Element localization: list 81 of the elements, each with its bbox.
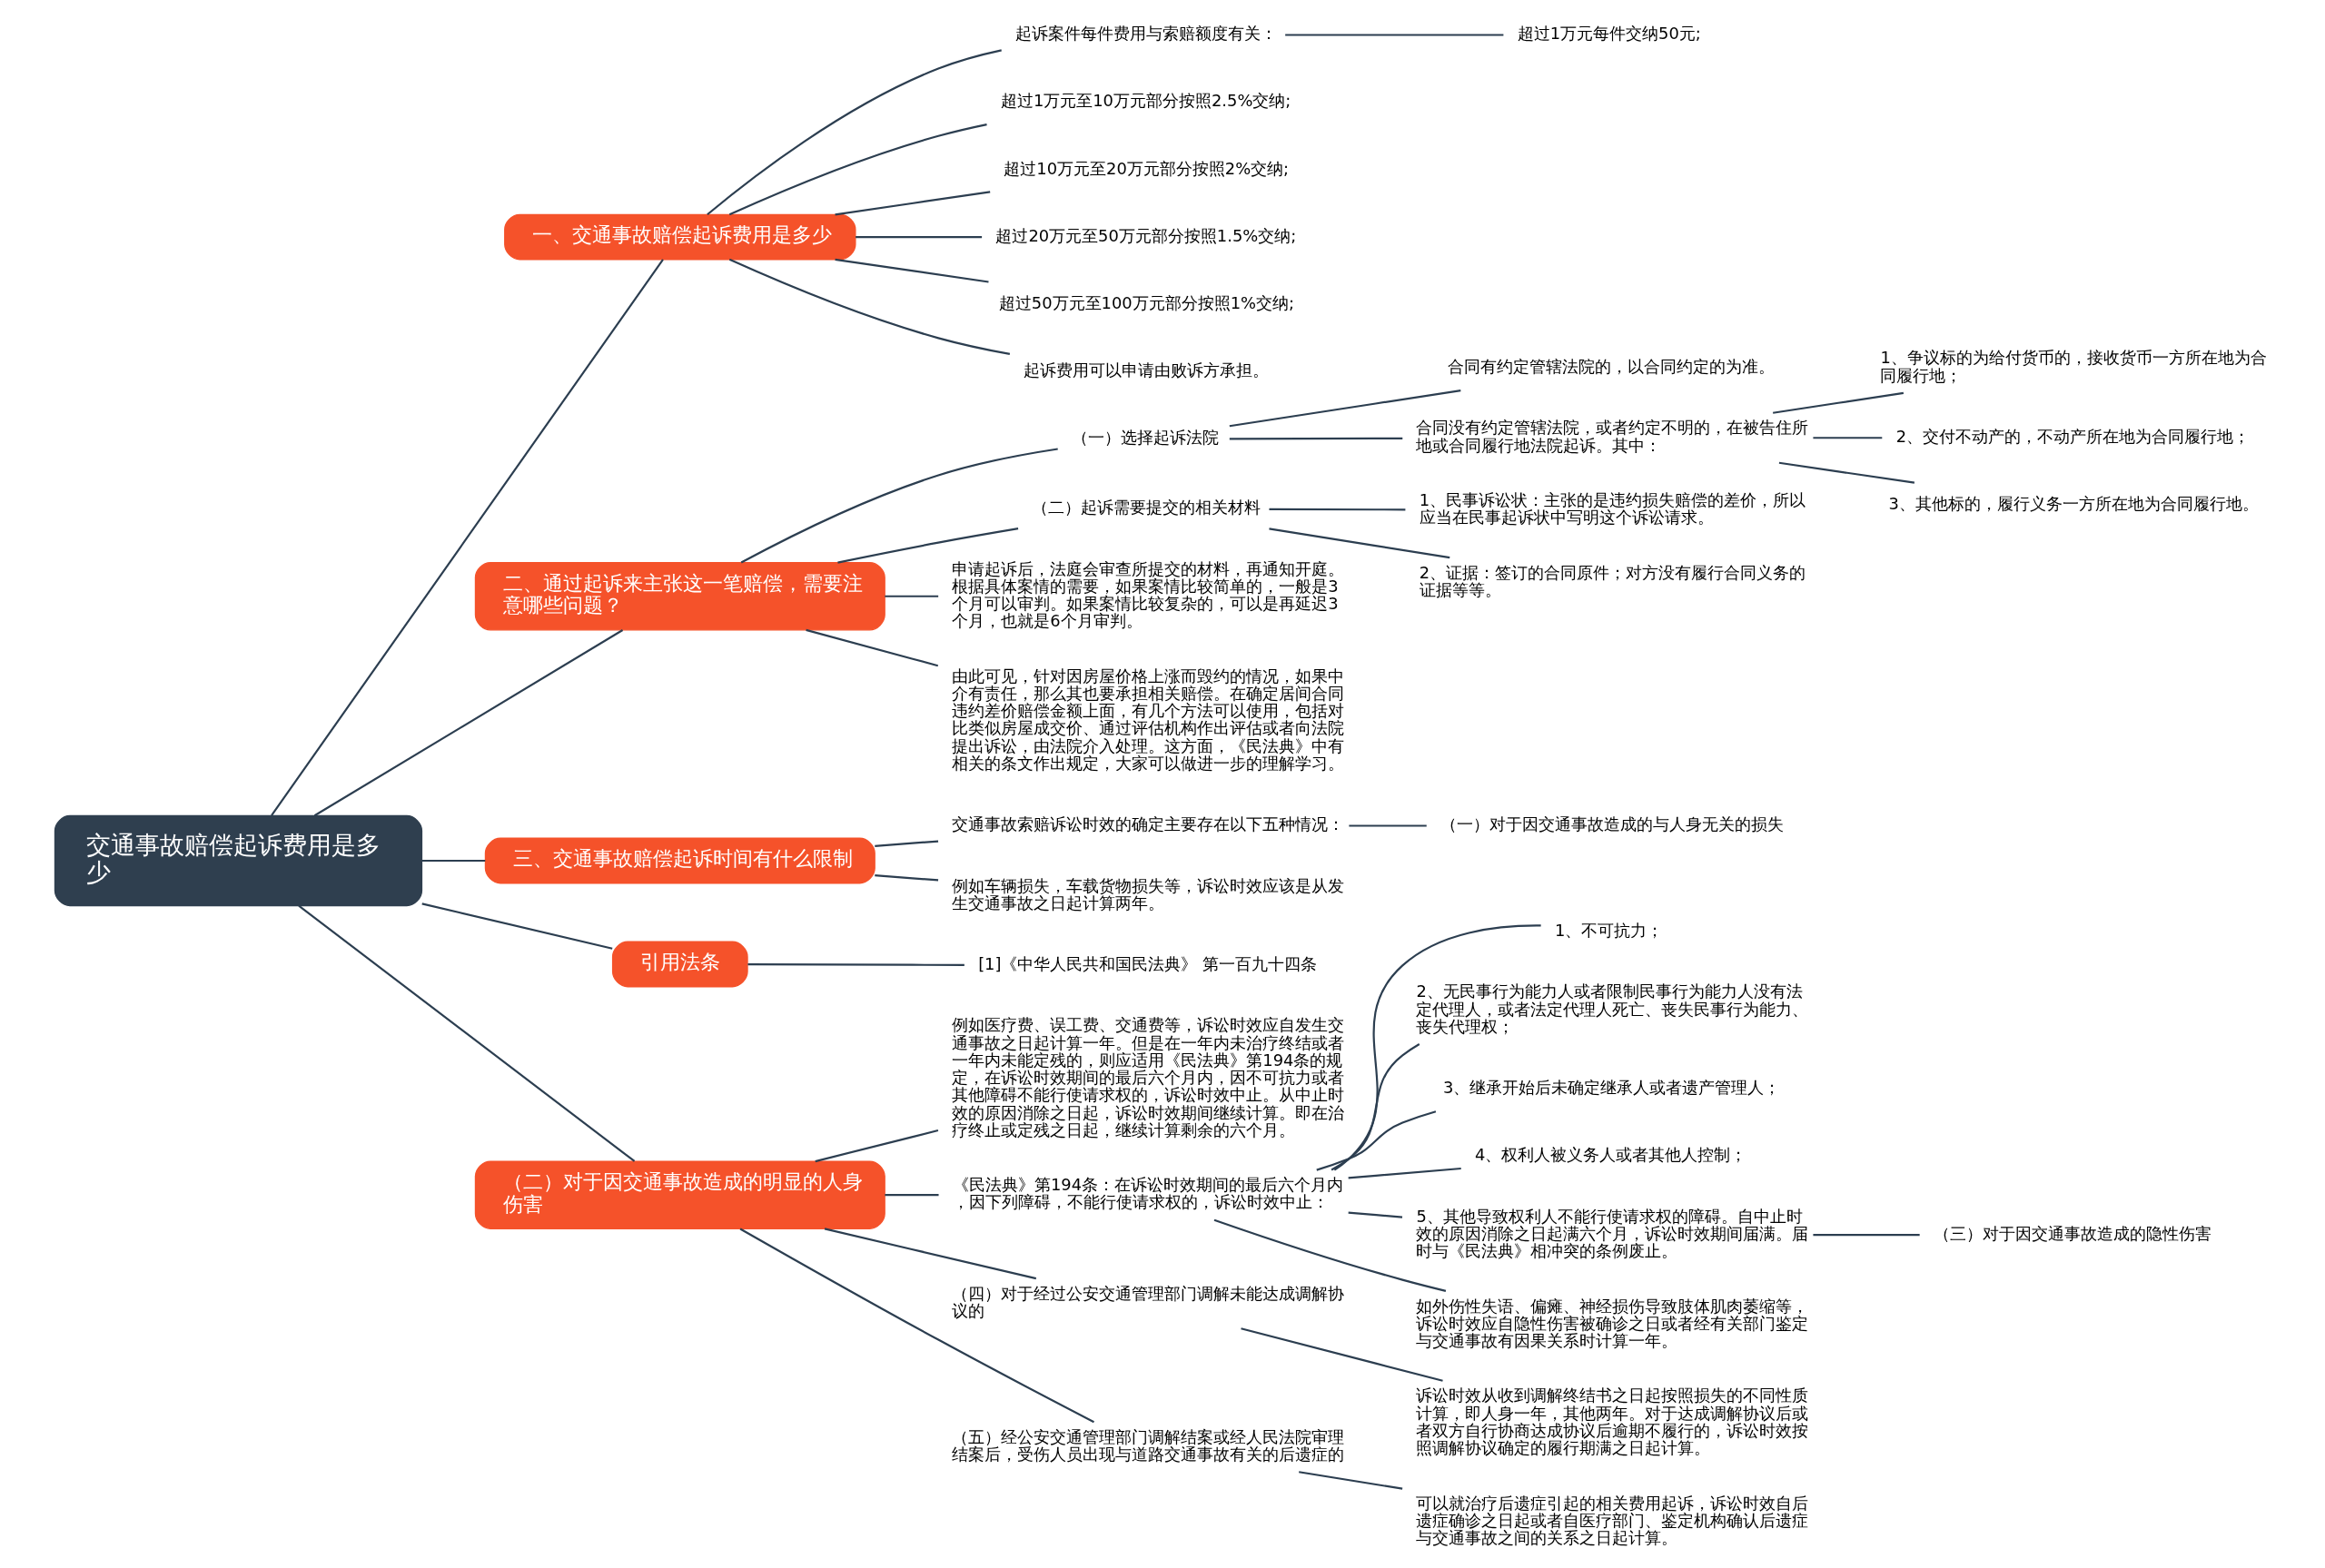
- node-text: 例如车辆损失，车载货物损失等，诉讼时效应该是从发生交通事故之日起计算两年。: [951, 875, 1344, 912]
- connector: [1315, 1110, 1436, 1171]
- connector: [728, 258, 1010, 355]
- node-text: 如外伤性失语、偏瘫、神经损伤导致肢体肌肉萎缩等，诉讼时效应自隐性伤害被确诊之日或者经有关部门鉴定与交通事故有因果关系时计算一年。: [1415, 1296, 1808, 1350]
- node-text: 4、权利人被义务人或者其他人控制；: [1474, 1145, 1746, 1165]
- connector: [297, 904, 635, 1162]
- connector: [1772, 391, 1904, 414]
- connector: [1348, 824, 1427, 827]
- connector: [1778, 461, 1914, 484]
- connector: [1213, 1218, 1446, 1292]
- connector: [1268, 508, 1405, 511]
- node-text: 《民法典》第194条：在诉讼时效期间的最后六个月内，因下列障碍，不能行使请求权的，诉讼时效中止：: [952, 1175, 1343, 1212]
- node-text: （四）对于经过公安交通管理部门调解未能达成调解协议的: [951, 1283, 1344, 1321]
- connector: [1812, 437, 1882, 439]
- connector: [1240, 1327, 1443, 1382]
- connector: [1229, 437, 1402, 440]
- node-text: 1、不可抗力；: [1554, 920, 1663, 940]
- node-text: 3、其他标的，履行义务一方所在地为合同履行地。: [1887, 494, 2259, 514]
- node-text: 超过20万元至50万元部分按照1.5%交纳;: [994, 225, 1296, 245]
- connector: [1348, 1211, 1402, 1218]
- connector: [874, 874, 938, 882]
- node-box: 交通事故赔偿起诉费用是多少: [54, 814, 422, 907]
- node-text: （一）选择起诉法院: [1071, 428, 1219, 448]
- node-text: 超过50万元至100万元部分按照1%交纳;: [998, 292, 1294, 312]
- connector: [805, 628, 938, 667]
- node-text: [1]《中华人民共和国民法典》 第一百九十四条: [977, 954, 1317, 974]
- node-box: 一、交通事故赔偿起诉费用是多少: [503, 213, 856, 261]
- connector: [1348, 1167, 1461, 1179]
- connector: [740, 448, 1058, 564]
- node-text: 超过1万元每件交纳50元;: [1517, 24, 1701, 44]
- node-text: 合同有约定管辖法院的，以合同约定的为准。: [1447, 356, 1775, 376]
- connector: [834, 258, 989, 283]
- node-box: （二）对于因交通事故造成的明显的人身伤害: [474, 1160, 885, 1229]
- node-text: 例如医疗费、误工费、交通费等，诉讼时效应自发生交通事故之日起计算一年。但是在一年内未治疗终结或者一年内未能定残的，则应适用《民法典》第194条的规定，在诉讼时效期间的最后六个月内，因不可抗力或者其他障碍不能行使请求权的，诉讼时效中止。从中止时效的原因消除之日起，诉讼时效期间继续计算。即在治疗终止或定残之日起，继续计算剩余的六个月。: [951, 1015, 1344, 1139]
- connector: [706, 49, 1002, 216]
- node-text: 起诉案件每件费用与索赔额度有关：: [1014, 24, 1277, 44]
- connector: [728, 123, 987, 216]
- node-text: 超过1万元至10万元部分按照2.5%交纳;: [1000, 91, 1291, 111]
- connector: [270, 259, 664, 816]
- connector: [1331, 1043, 1420, 1171]
- node-text: 1、民事诉讼状：主张的是违约损失赔偿的差价，所以应当在民事起诉状中写明这个诉讼请求。: [1419, 489, 1806, 528]
- connector: [421, 859, 485, 863]
- node-text: 1、争议标的为给付货币的，接收货币一方所在地为合同履行地；: [1879, 348, 2267, 385]
- node-text: （二）起诉需要提交的相关材料: [1031, 498, 1261, 518]
- connector: [814, 1129, 938, 1163]
- connector: [834, 191, 990, 216]
- node-text: 起诉费用可以申请由败诉方承担。: [1023, 360, 1269, 380]
- node-box: 三、交通事故赔偿起诉时间有什么限制: [484, 837, 876, 884]
- node-text: 申请起诉后，法庭会审查所提交的材料，再通知开庭。根据具体案情的需要，如果案情比较简单的，一般是3个月可以审判。如果案情比较复杂的，可以是再延迟3个月，也就是6个月审判。: [951, 558, 1344, 631]
- connector: [884, 1194, 939, 1197]
- node-text: （三）对于因交通事故造成的隐性伤害: [1933, 1223, 2211, 1243]
- connector: [1298, 1471, 1402, 1490]
- node-text: 可以就治疗后遗症引起的相关费用起诉，诉讼时效自后遗症确诊之日起或者自医疗部门、鉴定机构确认后遗症与交通事故之间的关系之日起计算。: [1415, 1493, 1808, 1548]
- node-text: 由此可见，针对因房屋价格上涨而毁约的情况，如果中介有责任，那么其也要承担相关赔偿。在确定居间合同违约差价赔偿金额上面，有几个方法可以使用，包括对比类似房屋成交价、通过评估机构作出评估或者向法院提出诉讼，由法院介入处理。这方面，《民法典》中有相关的条文作出规定，大家可以做进一步的理解学习。: [951, 666, 1344, 773]
- node-text: （五）经公安交通管理部门调解结案或经人民法院审理结案后，受伤人员出现与道路交通事故有关的后遗症的: [951, 1426, 1344, 1464]
- connector: [1229, 389, 1460, 428]
- connector: [884, 595, 938, 597]
- connector: [739, 1228, 1094, 1424]
- connector: [747, 963, 965, 966]
- connector: [824, 1228, 1036, 1280]
- node-text: 2、交付不动产的，不动产所在地为合同履行地；: [1895, 426, 2250, 446]
- connector: [1812, 1234, 1920, 1237]
- node-text: 5、其他导致权利人不能行使请求权的障碍。自中止时效的原因消除之日起满六个月，诉讼时效期间届满。届时与《民法典》相冲突的条例废止。: [1415, 1206, 1808, 1261]
- node-box: 引用法条: [611, 941, 748, 988]
- node-text: 3、继承开始后未确定继承人或者遗产管理人；: [1442, 1078, 1780, 1098]
- node-text: 2、无民事行为能力人或者限制民事行为能力人没有法定代理人，或者法定代理人死亡、丧失民事行为能力、丧失代理权；: [1415, 981, 1808, 1036]
- connector: [1333, 924, 1541, 1171]
- node-text: 诉讼时效从收到调解终结书之日起按照损失的不同性质计算，即人身一年，其他两年。对于达成调解协议后或者双方自行协商达成协议后逾期不履行的，诉讼时效按照调解协议确定的履行期满之日起计算。: [1415, 1386, 1808, 1458]
- connector: [420, 902, 612, 950]
- node-text: 合同没有约定管辖法院，或者约定不明的，在被告住所地或合同履行地法院起诉。其中：: [1415, 418, 1808, 455]
- node-box: 二、通过起诉来主张这一笔赔偿，需要注意哪些问题？: [474, 561, 885, 631]
- connector: [874, 840, 938, 847]
- node-text: 超过10万元至20万元部分按照2%交纳;: [1003, 158, 1289, 178]
- connector: [855, 235, 982, 239]
- connector: [836, 528, 1018, 564]
- node-text: 交通事故索赔诉讼时效的确定主要存在以下五种情况：: [951, 814, 1344, 834]
- connector: [1268, 528, 1449, 559]
- connector: [313, 629, 623, 817]
- node-text: （一）对于因交通事故造成的与人身无关的损失: [1440, 814, 1784, 834]
- connector: [1284, 34, 1503, 36]
- node-text: 2、证据：签订的合同原件；对方没有履行合同义务的证据等等。: [1419, 562, 1806, 599]
